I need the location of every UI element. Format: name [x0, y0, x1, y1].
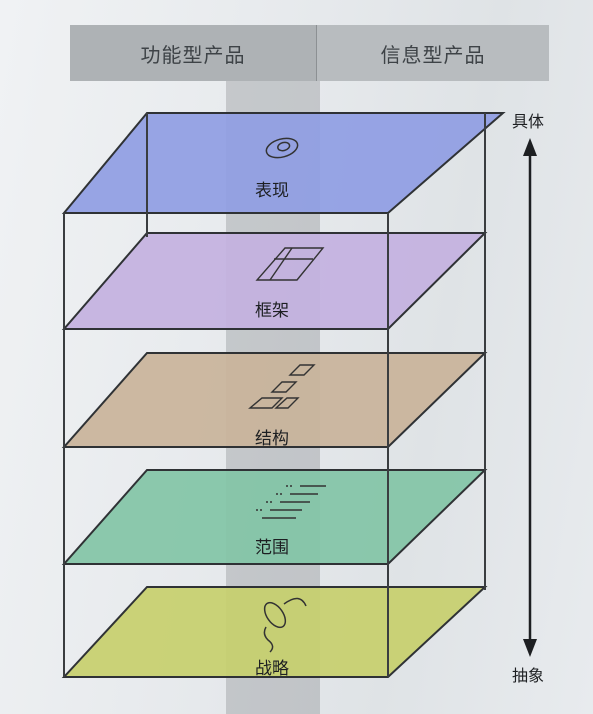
header-divider — [316, 25, 317, 81]
header-information-product: 信息型产品 — [317, 25, 549, 81]
abstract-concrete-axis — [523, 138, 537, 657]
plane-label-skeleton: 框架 — [255, 301, 289, 321]
header-functional-product: 功能型产品 — [70, 25, 316, 81]
layout-grid-icon — [255, 247, 325, 281]
frame-lines — [63, 113, 486, 677]
plane-label-structure: 结构 — [255, 429, 289, 449]
axis-label-concrete: 具体 — [512, 112, 545, 131]
eye-icon — [265, 137, 299, 159]
axis-label-abstract: 抽象 — [512, 666, 545, 685]
balloon-icon — [263, 597, 307, 653]
plane-label-surface: 表现 — [255, 181, 289, 201]
plane-label-strategy: 战略 — [255, 659, 289, 679]
structure-blocks-icon — [248, 364, 316, 409]
list-lines-icon — [256, 485, 326, 519]
plane-label-scope: 范围 — [255, 538, 289, 558]
